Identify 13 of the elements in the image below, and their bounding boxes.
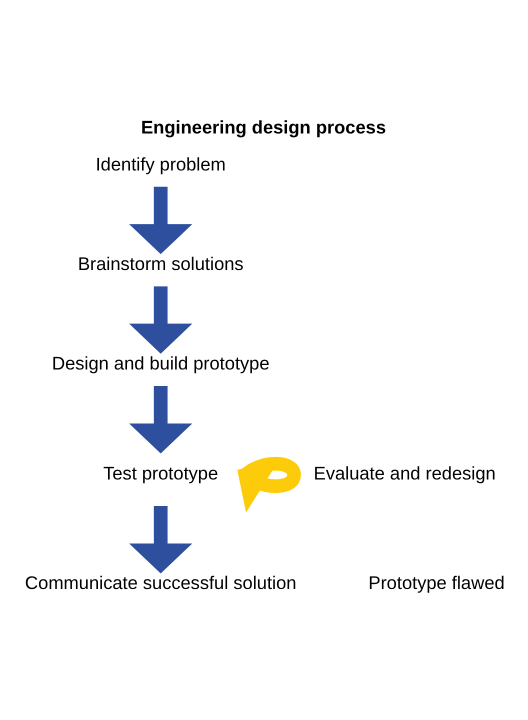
node-text: Design and build prototype [52,352,270,373]
edge-label: Evaluate and redesign [314,462,496,483]
node-text: Identify problem [96,152,226,174]
label: Prototype flawed [368,572,505,593]
arrow [129,385,192,454]
node-text: Test prototype [103,462,218,483]
arrow [129,186,192,254]
arrow [129,286,192,354]
arrow [237,456,301,512]
diagram-title: Engineering design process [140,116,386,138]
node-text: Communicate successful solution [24,572,296,593]
node-text: Brainstorm solutions [78,252,244,274]
arrow [129,506,192,574]
